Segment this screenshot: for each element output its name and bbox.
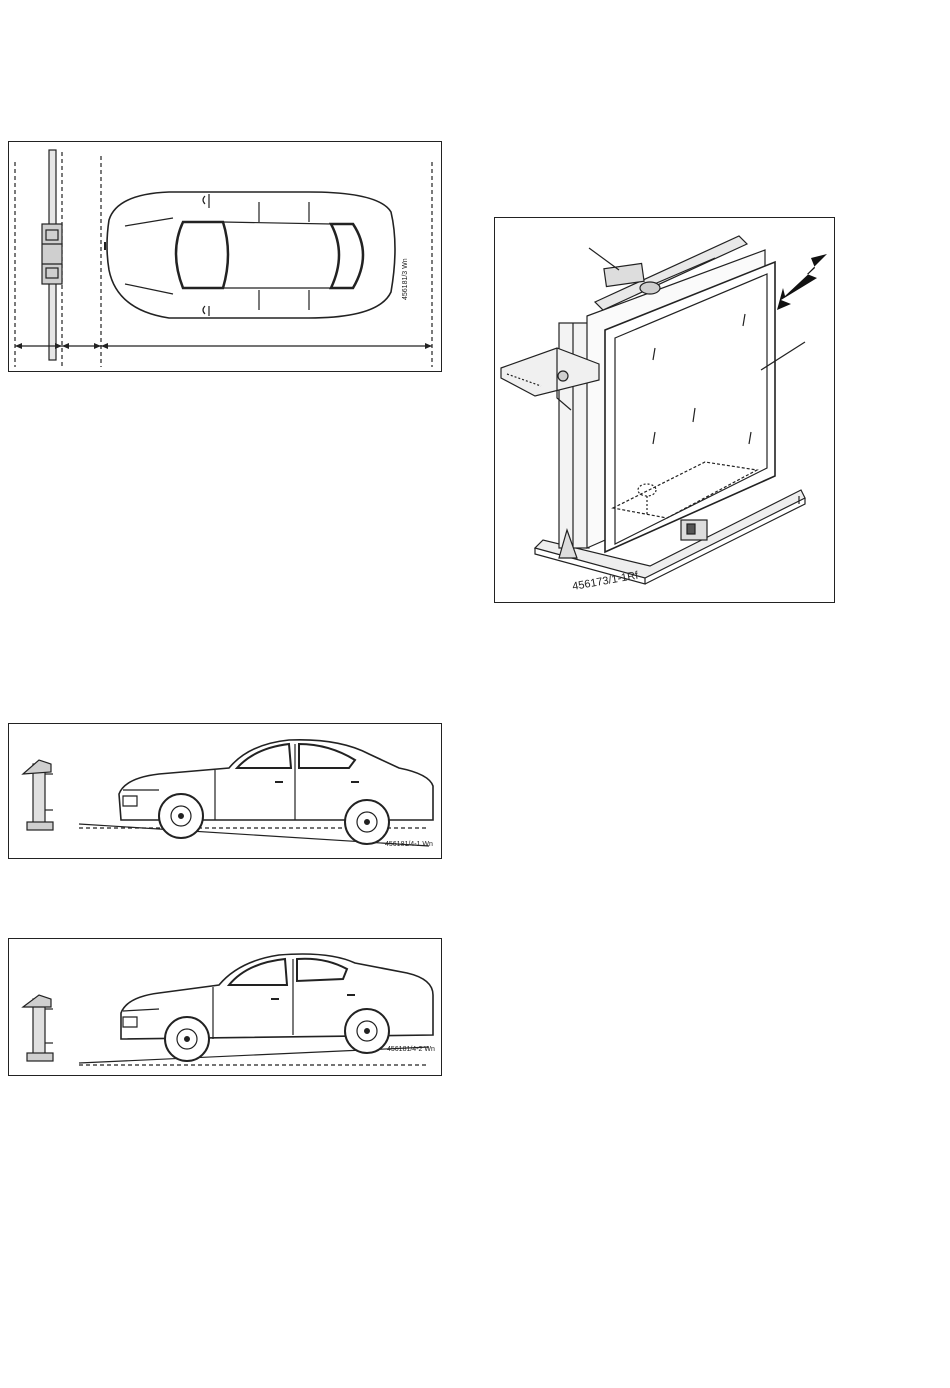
leader-line-1 — [589, 248, 619, 270]
rear-window — [331, 224, 363, 288]
figure-top-view: 456181/3 Wn — [8, 141, 442, 372]
side-view-2-drawing: 456181/4-2 Wn — [9, 939, 443, 1077]
figure-side-view-1: 456181/4-1 Wn — [8, 723, 442, 859]
figure-code: 456181/4-2 Wn — [387, 1046, 435, 1053]
figure-code: 456181/4-1 Wn — [385, 841, 433, 848]
figure-code: 456181/3 Wn — [402, 258, 409, 300]
aligner-stand — [33, 999, 45, 1059]
direction-arrow-icon — [777, 254, 827, 310]
car-body-outline — [107, 192, 395, 318]
windshield — [176, 222, 228, 288]
figure-side-view-2: 456181/4-2 Wn — [8, 938, 442, 1076]
side-view-1-drawing: 456181/4-1 Wn — [9, 724, 443, 860]
aligner-box — [42, 224, 62, 284]
figure-aligner: 456173/1-1Rf — [494, 217, 835, 603]
aligner-drawing: 456173/1-1Rf — [495, 218, 836, 604]
top-view-drawing: 456181/3 Wn — [9, 142, 443, 373]
